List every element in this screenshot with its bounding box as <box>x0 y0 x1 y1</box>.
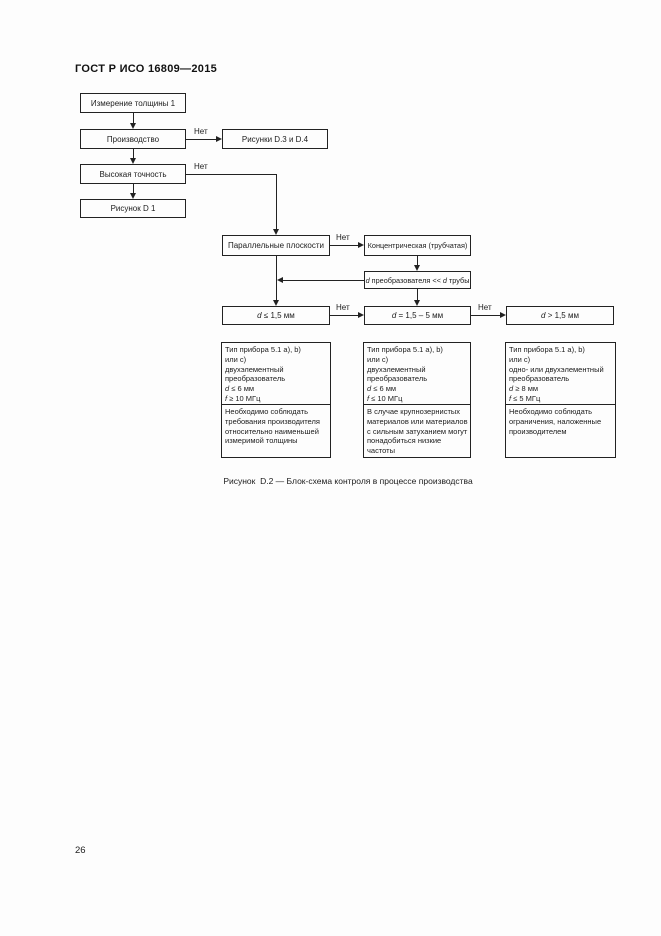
spec-box-device-type-3: Тип прибора 5.1 a), b) или c) одно- или … <box>505 342 616 405</box>
arrow-right-icon <box>358 242 364 248</box>
flow-box-d-1-5-to-5: d = 1,5 – 5 мм <box>364 306 471 325</box>
spec-line: двухэлементный <box>225 364 284 374</box>
flow-box-high-accuracy: Высокая точность <box>80 164 186 184</box>
flow-box-concentric-tubular: Концентрическая (трубчатая) <box>364 235 471 256</box>
flow-box-label: Производство <box>106 134 160 144</box>
arrow-down-icon <box>130 123 136 129</box>
spec-line: или c) <box>225 354 247 364</box>
spec-line: преобразователь <box>367 374 428 384</box>
flow-box-figures-d3-d4: Рисунки D.3 и D.4 <box>222 129 328 149</box>
spec-line: преобразователь <box>509 374 570 384</box>
connector-line <box>133 113 134 124</box>
flow-box-thickness-measurement: Измерение толщины 1 <box>80 93 186 113</box>
flow-box-d-le-1-5: d ≤ 1,5 мм <box>222 306 330 325</box>
flow-box-production: Производство <box>80 129 186 149</box>
connector-line <box>133 149 134 159</box>
flow-box-label: d преобразователя << d трубы <box>365 275 470 285</box>
flow-box-label: d > 1,5 мм <box>541 311 579 320</box>
spec-line: d ≥ 8 мм <box>509 384 539 394</box>
spec-line: Тип прибора 5.1 a), b) <box>509 345 585 354</box>
arrow-down-icon <box>414 300 420 306</box>
connector-line <box>276 256 277 301</box>
arrow-down-icon <box>130 193 136 199</box>
connector-line <box>417 289 418 301</box>
no-label: Нет <box>336 233 350 242</box>
spec-box-device-type-1: Тип прибора 5.1 a), b) или c) двухэлемен… <box>221 342 331 405</box>
spec-line: d ≤ 6 мм <box>367 384 397 394</box>
arrow-down-icon <box>130 158 136 164</box>
spec-line: f ≤ 5 МГц <box>509 393 541 403</box>
connector-line <box>471 315 501 316</box>
no-label: Нет <box>478 303 492 312</box>
figure-caption: Рисунок D.2 — Блок-схема контроля в проц… <box>223 476 473 486</box>
connector-line <box>283 280 364 281</box>
spec-line: одно- или двухэлементный <box>509 364 604 374</box>
spec-line: или c) <box>509 354 531 364</box>
arrow-down-icon <box>273 229 279 235</box>
connector-line <box>330 245 359 246</box>
spec-box-device-type-2: Тип прибора 5.1 a), b) или c) двухэлемен… <box>363 342 471 405</box>
flow-box-d-gt-1-5: d > 1,5 мм <box>506 306 614 325</box>
arrow-right-icon <box>500 312 506 318</box>
arrow-down-icon <box>273 300 279 306</box>
flow-box-label: d = 1,5 – 5 мм <box>391 311 444 320</box>
flow-box-label: Высокая точность <box>99 169 167 179</box>
flow-box-transducer-diameter: d преобразователя << d трубы <box>364 271 471 289</box>
spec-note-2: В случае крупнозернистых материалов или … <box>363 404 471 458</box>
connector-line <box>330 315 359 316</box>
spec-line: d ≤ 6 мм <box>225 384 255 394</box>
spec-line: двухэлементный <box>367 364 426 374</box>
flow-box-label: Параллельные плоскости <box>227 241 324 250</box>
spec-line: f ≤ 10 МГц <box>367 393 403 403</box>
flow-box-label: Рисунок D 1 <box>110 204 156 213</box>
spec-line: f ≥ 10 МГц <box>225 393 261 403</box>
spec-line: или c) <box>367 354 389 364</box>
connector-line <box>276 174 277 230</box>
flow-box-label: d ≤ 1,5 мм <box>257 311 295 320</box>
connector-line <box>133 184 134 194</box>
no-label: Нет <box>194 162 208 171</box>
spec-line: Тип прибора 5.1 a), b) <box>367 345 443 354</box>
flow-box-figure-d1: Рисунок D 1 <box>80 199 186 218</box>
spec-line: преобразователь <box>225 374 286 384</box>
page-number: 26 <box>75 845 86 856</box>
no-label: Нет <box>336 303 350 312</box>
spec-line: Тип прибора 5.1 a), b) <box>225 345 301 354</box>
spec-note-1: Необходимо соблюдать требования производ… <box>221 404 331 458</box>
flow-box-parallel-planes: Параллельные плоскости <box>222 235 330 256</box>
arrow-right-icon <box>358 312 364 318</box>
flow-box-label: Концентрическая (трубчатая) <box>367 241 468 250</box>
arrow-down-icon <box>414 265 420 271</box>
document-header: ГОСТ Р ИСО 16809—2015 <box>75 63 218 75</box>
no-label: Нет <box>194 127 208 136</box>
spec-note-3: Необходимо соблюдать ограничения, наложе… <box>505 404 616 458</box>
connector-line <box>417 256 418 266</box>
flow-box-label: Измерение толщины 1 <box>90 98 176 108</box>
connector-line <box>186 174 277 175</box>
arrow-left-icon <box>277 277 283 283</box>
connector-line <box>186 139 217 140</box>
flow-box-label: Рисунки D.3 и D.4 <box>241 134 309 144</box>
arrow-right-icon <box>216 136 222 142</box>
